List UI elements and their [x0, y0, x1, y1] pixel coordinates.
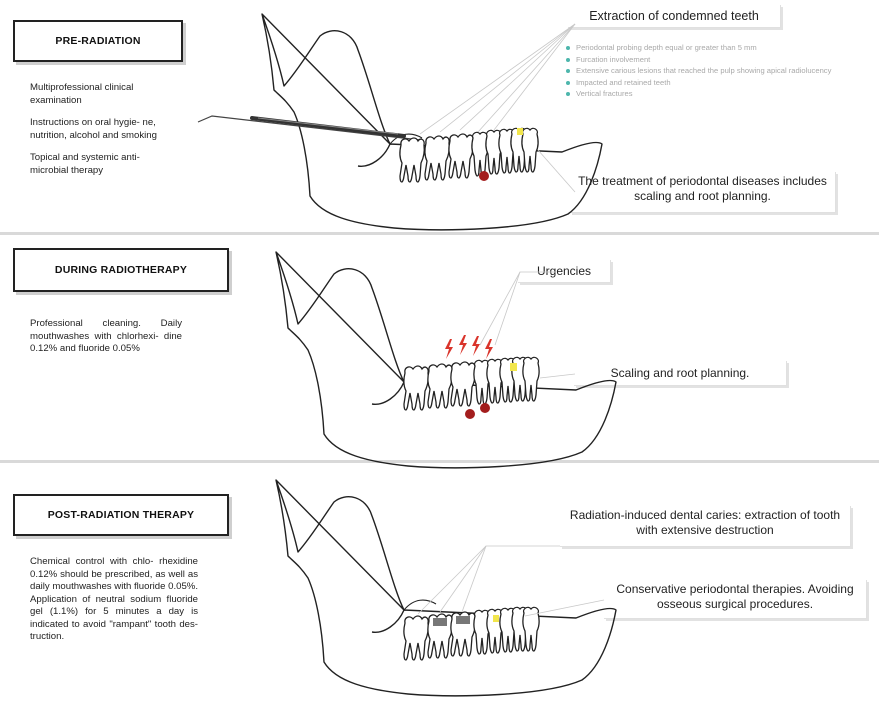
lightning-icon — [445, 335, 493, 359]
mandible-icon — [276, 480, 616, 696]
tooth-icon — [404, 607, 539, 660]
tooth-icon — [400, 128, 538, 182]
mandible-icon — [276, 252, 616, 468]
periodontal-probe-icon — [198, 116, 420, 140]
tooth-icon — [404, 357, 539, 419]
callout-leader-lines — [418, 546, 604, 616]
